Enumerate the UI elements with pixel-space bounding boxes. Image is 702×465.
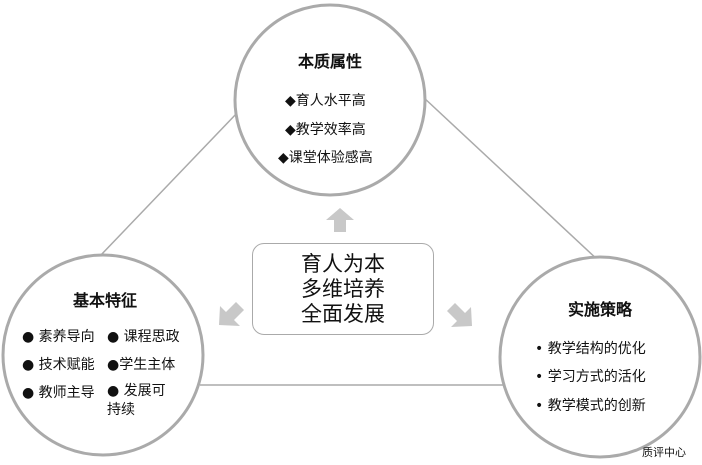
features-item: ● 技术赋能 xyxy=(22,357,95,373)
strategies-item: • 学习方式的活化 xyxy=(535,369,646,385)
strategies-title: 实施策略 xyxy=(567,300,632,319)
arrow-down-left-icon xyxy=(219,302,244,326)
strategies-item: • 教学模式的创新 xyxy=(535,398,646,414)
strategies-item: • 教学结构的优化 xyxy=(535,341,646,357)
essence-item: ◆育人水平高 xyxy=(285,93,366,109)
features-item: ● 发展可持续 xyxy=(107,383,166,418)
watermark: 质评中心 xyxy=(642,446,686,459)
arrow-down-right-icon xyxy=(447,303,472,327)
core-line: 多维培养 xyxy=(301,276,385,301)
core-line: 育人为本 xyxy=(301,251,385,276)
arrow-up-icon xyxy=(326,208,354,232)
essence-title: 本质属性 xyxy=(297,52,362,71)
circle-strategies xyxy=(498,255,702,459)
core-concept-box: 育人为本 多维培养 全面发展 xyxy=(252,243,434,335)
circle-features xyxy=(1,253,205,457)
essence-item: ◆课堂体验感高 xyxy=(278,150,373,166)
core-line: 全面发展 xyxy=(301,301,385,326)
connector-top-left xyxy=(99,111,239,257)
connector-top-right xyxy=(421,95,601,263)
features-item: ●学生主体 xyxy=(107,357,176,373)
essence-item: ◆教学效率高 xyxy=(285,122,366,138)
features-item: ● 素养导向 xyxy=(22,329,95,345)
features-item: ● 教师主导 xyxy=(22,385,95,401)
circle-essence xyxy=(233,3,427,197)
features-title: 基本特征 xyxy=(72,291,137,310)
features-item: ● 课程思政 xyxy=(107,329,180,345)
